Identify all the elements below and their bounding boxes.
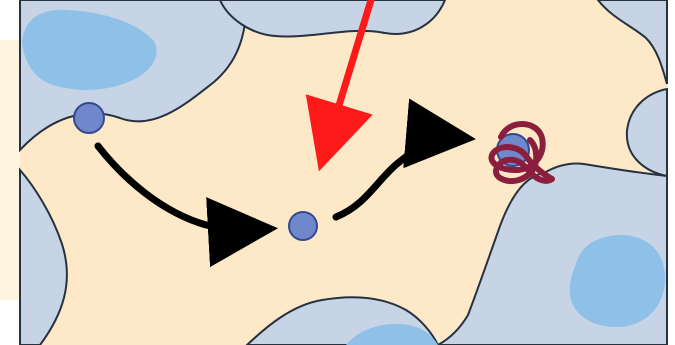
cell-top-center — [220, 0, 445, 36]
nucleus-bottom-right — [570, 235, 665, 327]
particle-start — [74, 103, 104, 133]
particle-middle — [289, 212, 317, 240]
